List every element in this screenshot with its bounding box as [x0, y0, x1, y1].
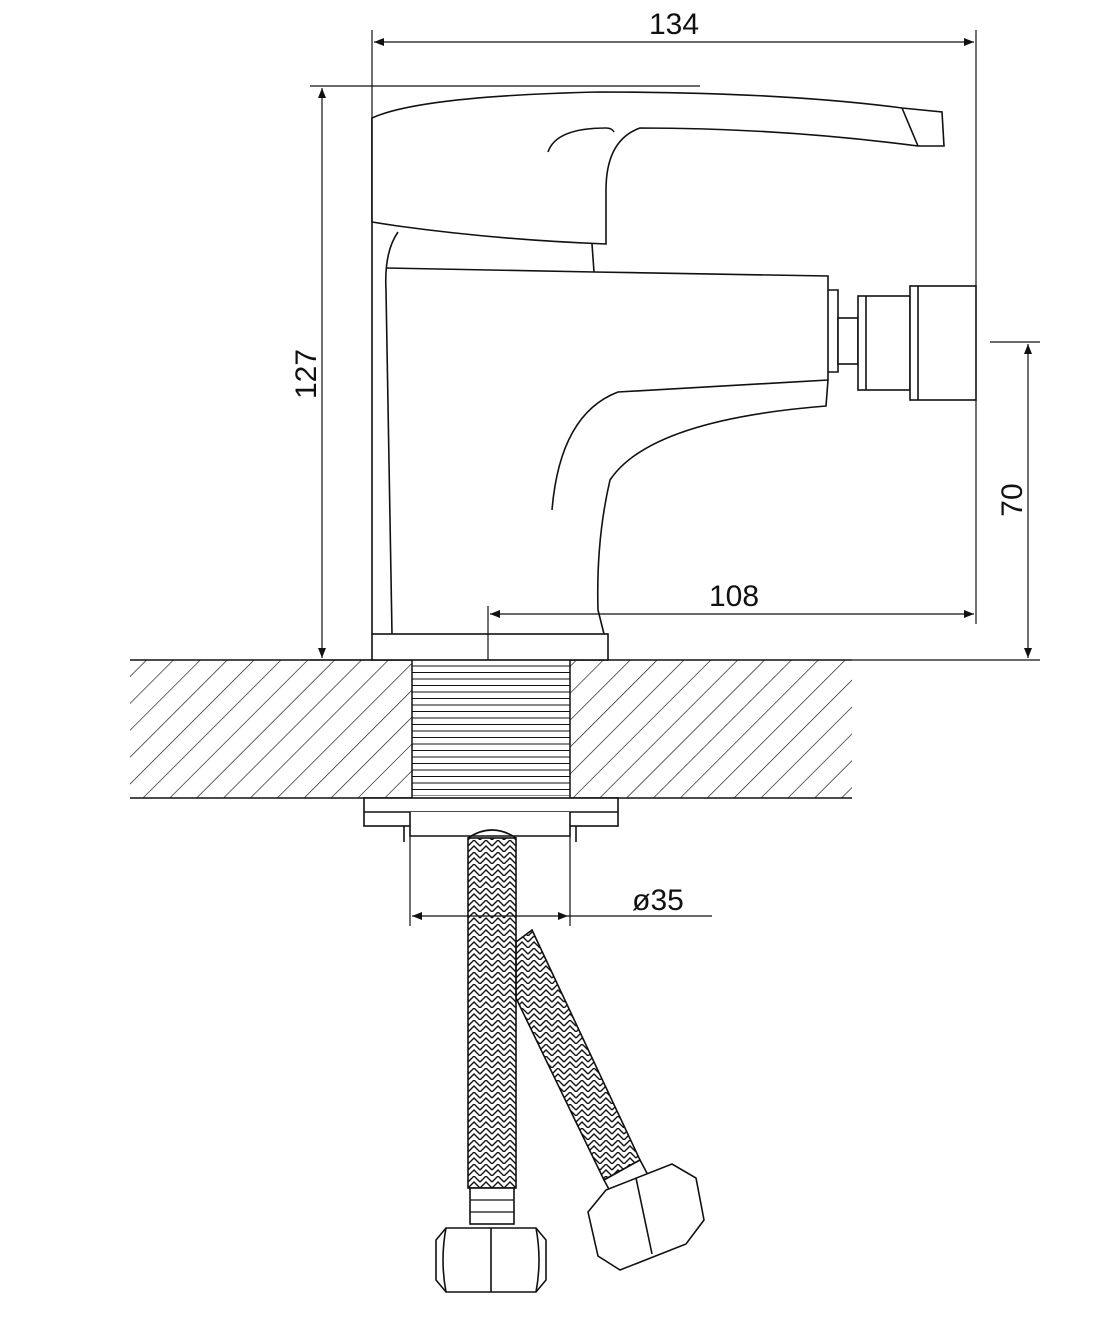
hole-diameter-label: ø35 [632, 884, 684, 917]
hex-nut-angled [587, 1163, 705, 1271]
flex-hose-straight [467, 837, 517, 1225]
sprayer-head [857, 285, 977, 401]
dimension-spout-reach: 108 [487, 400, 977, 660]
spout-height-label: 70 [996, 483, 1029, 516]
countertop-section [130, 659, 852, 799]
lever-handle [371, 91, 945, 245]
overall-height-label: 127 [290, 349, 323, 399]
base-plate [371, 633, 609, 661]
spout-reach-label: 108 [709, 580, 759, 613]
threaded-shank [411, 660, 571, 798]
overall-width-label: 134 [649, 8, 699, 41]
dimension-hole-diameter: ø35 [409, 836, 712, 926]
mounting-nut [363, 797, 619, 842]
dimension-overall-width: 134 [371, 8, 977, 286]
hex-nut-straight [435, 1227, 547, 1293]
dimension-spout-height: 70 [852, 341, 1040, 661]
flex-hose-angled [515, 928, 658, 1212]
dimension-overall-height: 127 [290, 85, 700, 661]
